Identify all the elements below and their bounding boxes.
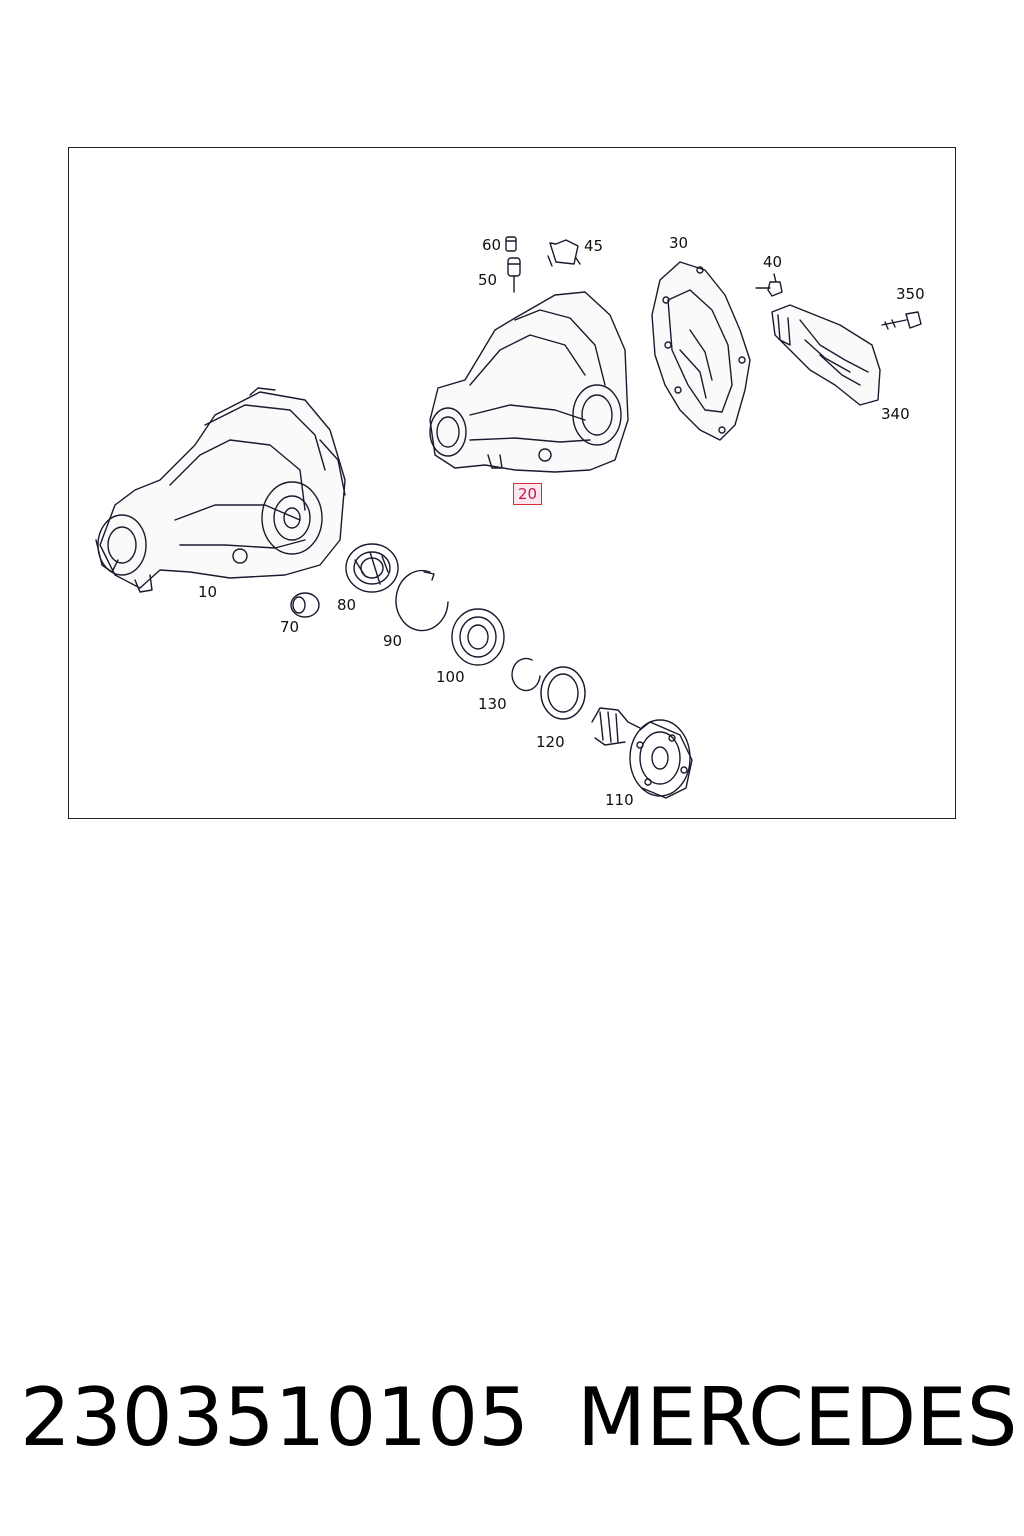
part-number: 2303510105: [20, 1371, 529, 1464]
part-caption: 2303510105 MERCEDES: [20, 1368, 1018, 1468]
callout-90[interactable]: 90: [383, 632, 403, 650]
callout-120[interactable]: 120: [536, 733, 565, 751]
callout-10[interactable]: 10: [198, 583, 218, 601]
callout-340[interactable]: 340: [881, 405, 910, 423]
callout-40[interactable]: 40: [763, 253, 783, 271]
callout-20-highlighted[interactable]: 20: [513, 483, 543, 505]
callout-100[interactable]: 100: [436, 668, 465, 686]
part-50-breather-valve[interactable]: [507, 257, 521, 293]
part-340-mount-bracket[interactable]: [771, 304, 881, 406]
callout-50[interactable]: 50: [478, 271, 498, 289]
part-30-housing-cover[interactable]: [651, 261, 751, 441]
part-120-seal[interactable]: [540, 666, 586, 720]
callout-30[interactable]: 30: [669, 234, 689, 252]
callout-60[interactable]: 60: [482, 236, 502, 254]
callout-45[interactable]: 45: [584, 237, 604, 255]
part-20-axle-housing[interactable]: [429, 291, 629, 473]
part-70-bushing[interactable]: [290, 592, 320, 618]
part-80-bearing[interactable]: [345, 543, 399, 593]
part-100-bearing[interactable]: [451, 608, 505, 666]
part-10-differential-assembly[interactable]: [95, 387, 346, 593]
part-90-snap-ring[interactable]: [395, 569, 449, 632]
part-130-circlip[interactable]: [511, 657, 541, 692]
part-45-clip[interactable]: [547, 239, 581, 267]
part-40-bolt[interactable]: [755, 273, 783, 297]
callout-130[interactable]: 130: [478, 695, 507, 713]
part-350-bolt[interactable]: [881, 311, 922, 330]
brand-name: MERCEDES: [577, 1371, 1018, 1464]
callout-110[interactable]: 110: [605, 791, 634, 809]
part-60-cap[interactable]: [505, 236, 517, 252]
callout-70[interactable]: 70: [280, 618, 300, 636]
part-110-flange-shaft[interactable]: [591, 707, 693, 799]
callout-350[interactable]: 350: [896, 285, 925, 303]
callout-80[interactable]: 80: [337, 596, 357, 614]
exploded-parts-diagram: [95, 236, 922, 799]
